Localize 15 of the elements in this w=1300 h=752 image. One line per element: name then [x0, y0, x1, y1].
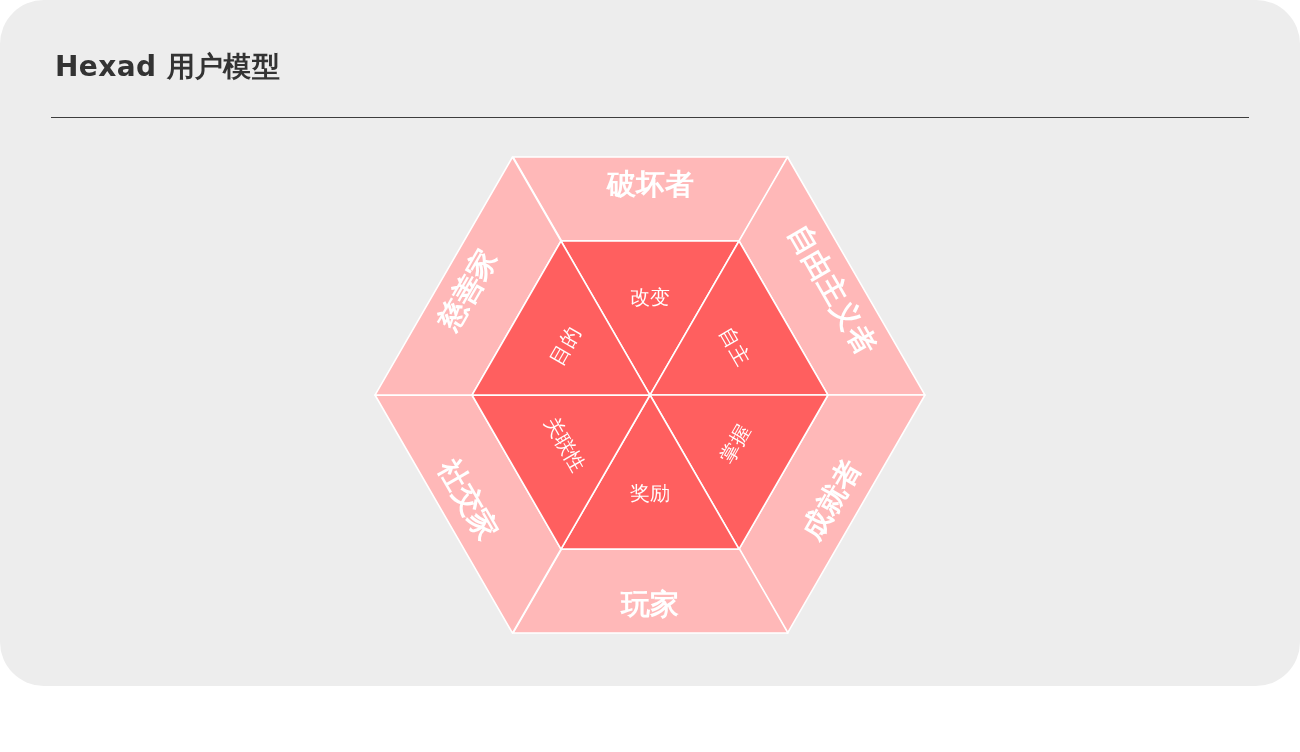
trapezoid-segment [512, 549, 788, 634]
segment-label: 社交家 [432, 454, 504, 546]
segment-label: 自主 [715, 323, 755, 369]
segment-label: 自由主义者 [781, 219, 882, 361]
segment-label: 掌握 [715, 421, 755, 467]
segment-label: 关联性 [540, 412, 590, 476]
segment-label: 玩家 [621, 589, 679, 621]
segment-label: 破坏者 [606, 169, 694, 201]
trapezoid-segment [512, 156, 788, 241]
segment-label: 奖励 [630, 482, 670, 504]
segment-label: 慈善家 [432, 244, 504, 336]
segment-label: 成就者 [796, 454, 868, 546]
title: Hexad 用户模型 [55, 52, 281, 82]
segment-label: 改变 [630, 286, 670, 308]
segment-label: 目的 [545, 323, 585, 369]
